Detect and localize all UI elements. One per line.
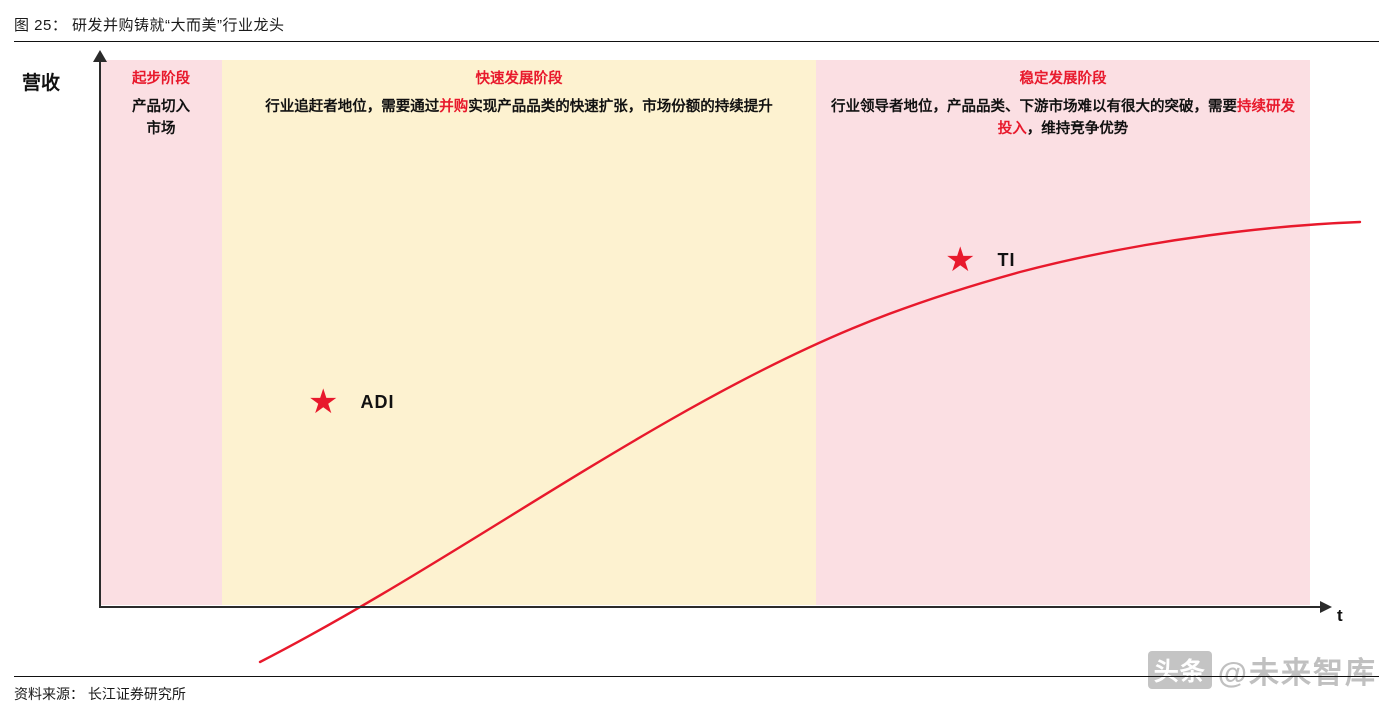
stage-band-startup-body: 产品切入市场 (109, 96, 213, 141)
watermark: 头条 @未来智库 (1147, 648, 1377, 692)
figure-source: 资料来源： 长江证券研究所 (14, 676, 1379, 704)
x-axis-label: t (1337, 606, 1343, 625)
marker-adi: ★ ADI (308, 385, 394, 419)
star-icon: ★ (308, 383, 339, 421)
marker-ti-label: TI (997, 249, 1016, 270)
x-axis-arrow-icon (1320, 601, 1332, 613)
growth-curve-path (258, 220, 1362, 664)
watermark-text: @未来智库 (1217, 657, 1377, 690)
stage-band-stable: 稳定发展阶段 行业领导者地位，产品品类、下游市场难以有很大的突破，需要持续研发投… (816, 60, 1310, 605)
marker-ti: ★ TI (945, 243, 1015, 277)
stage-band-stable-text-2: ，维持竞争优势 (1026, 121, 1129, 138)
y-axis (99, 60, 101, 608)
stage-band-rapid-body: 行业追赶者地位，需要通过并购实现产品品类的快速扩张，市场份额的持续提升 (234, 96, 804, 118)
stage-band-rapid-text-1: 行业追赶者地位，需要通过 (265, 99, 440, 115)
stage-band-rapid: 快速发展阶段 行业追赶者地位，需要通过并购实现产品品类的快速扩张，市场份额的持续… (222, 60, 816, 605)
stage-band-stable-highlight: 持续研发投入 (997, 99, 1295, 138)
stage-band-startup-text-1: 产品切入 (132, 99, 190, 115)
stage-band-stable-text-1: 行业领导者地位，产品品类、下游市场难以有很大的突破，需要 (831, 99, 1237, 115)
plot-area: 起步阶段 产品切入市场 快速发展阶段 行业追赶者地位，需要通过并购实现产品品类的… (100, 60, 1362, 664)
y-axis-label: 营收 (22, 73, 61, 94)
stage-band-stable-heading: 稳定发展阶段 (1019, 71, 1107, 87)
x-axis (99, 606, 1321, 608)
star-icon: ★ (945, 241, 976, 279)
stage-band-rapid-highlight: 并购 (439, 99, 469, 115)
figure-title: 图 25： 研发并购铸就“大而美”行业龙头 (14, 14, 1379, 42)
stage-band-startup: 起步阶段 产品切入市场 (100, 60, 222, 605)
stage-band-startup-heading: 起步阶段 (132, 71, 190, 87)
stage-band-rapid-text-2: 实现产品品类的快速扩张，市场份额的持续提升 (468, 99, 773, 115)
marker-adi-label: ADI (360, 391, 395, 412)
y-axis-arrow-icon (93, 50, 107, 62)
revenue-curve (258, 220, 1362, 664)
stage-band-stable-body: 行业领导者地位，产品品类、下游市场难以有很大的突破，需要持续研发投入，维持竞争优… (828, 96, 1298, 141)
stage-band-startup-text-2: 市场 (146, 121, 176, 138)
watermark-logo: 头条 (1147, 651, 1212, 689)
stage-band-rapid-heading: 快速发展阶段 (475, 71, 563, 87)
